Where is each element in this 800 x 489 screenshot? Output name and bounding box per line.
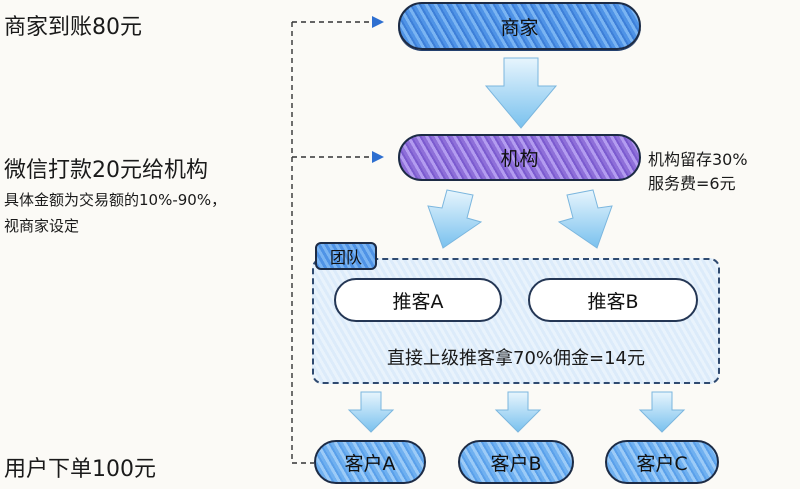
transfer-detail-line-2: 视商家设定 <box>4 217 80 235</box>
flow-arrow-team-to-customer-c <box>638 391 686 433</box>
flow-arrow-merchant-to-agency <box>484 57 558 129</box>
merchant-node: 商家 <box>398 2 641 50</box>
flow-arrow-team-to-customer-b <box>494 391 542 433</box>
agency-node: 机构 <box>398 134 641 181</box>
flow-arrow-team-to-customer-a <box>347 391 395 433</box>
promoter-a-node: 推客A <box>334 278 502 322</box>
merchant-receipt-label: 商家到账80元 <box>4 15 142 40</box>
agency-note-line-1: 机构留存30% <box>648 150 748 169</box>
transfer-detail-line-1: 具体金额为交易额的10%-90%， <box>4 191 227 209</box>
team-commission-note: 直接上级推客拿70%佣金=14元 <box>387 348 645 369</box>
customer-b-node: 客户B <box>458 440 574 484</box>
dashed-arrowhead-agency <box>372 151 384 163</box>
team-tag-label: 团队 <box>329 248 362 267</box>
customer-a-node: 客户A <box>314 440 426 484</box>
customer-b-label: 客户B <box>490 452 542 475</box>
team-tag: 团队 <box>315 242 377 270</box>
agency-node-label: 机构 <box>500 148 539 170</box>
flow-arrow-agency-to-promoter-b <box>557 189 613 249</box>
merchant-node-label: 商家 <box>500 16 539 39</box>
customer-a-label: 客户A <box>344 452 396 475</box>
promoter-b-label: 推客B <box>587 290 639 313</box>
transfer-title-label: 微信打款20元给机构 <box>4 158 208 183</box>
user-order-label: 用户下单100元 <box>4 457 156 482</box>
customer-c-label: 客户C <box>636 452 688 475</box>
agency-note-line-2: 服务费=6元 <box>648 174 736 193</box>
promoter-a-label: 推客A <box>392 290 444 313</box>
promoter-b-node: 推客B <box>528 278 698 322</box>
customer-c-node: 客户C <box>605 440 719 484</box>
dashed-arrowhead-merchant <box>372 16 384 28</box>
flow-arrow-agency-to-promoter-a <box>427 189 483 249</box>
